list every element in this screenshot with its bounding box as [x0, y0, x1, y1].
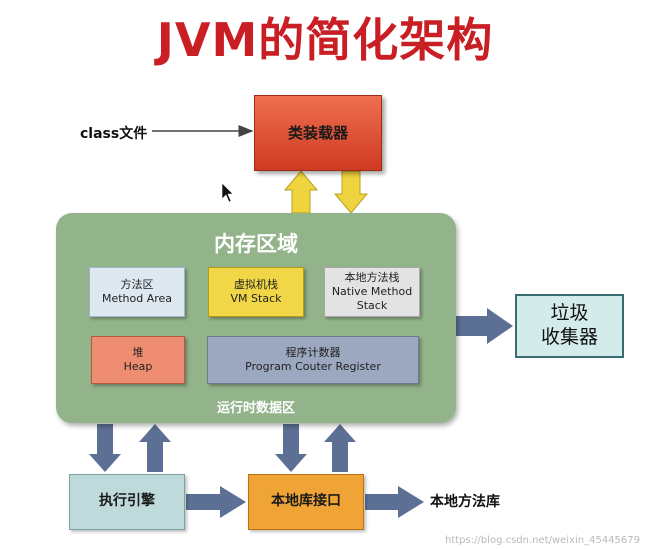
- memory-title: 内存区域: [214, 232, 298, 256]
- heap-en: Heap: [123, 360, 153, 373]
- down-arrow-engine: [89, 424, 121, 472]
- native-interface-box: 本地库接口: [248, 474, 364, 530]
- cursor-icon: [221, 182, 234, 203]
- native-stack-en2: Stack: [356, 298, 388, 312]
- native-interface-label: 本地库接口: [271, 493, 341, 510]
- up-arrow-engine: [139, 424, 171, 472]
- arrow-to-native-library: [365, 486, 424, 518]
- class-loader-box: 类装载器: [254, 95, 382, 171]
- execution-engine-box: 执行引擎: [69, 474, 185, 530]
- garbage-collector-box: 垃圾 收集器: [515, 294, 624, 358]
- method-area-box: 方法区 Method Area: [89, 267, 185, 317]
- heap-box: 堆 Heap: [91, 336, 185, 384]
- native-stack-en: Native Method: [331, 285, 413, 299]
- native-library-label: 本地方法库: [430, 494, 500, 510]
- down-arrow-classloader: [333, 170, 369, 214]
- vm-stack-cn: 虚拟机栈: [234, 278, 278, 292]
- class-loader-label: 类装载器: [287, 123, 348, 142]
- vm-stack-en: VM Stack: [230, 292, 282, 305]
- memory-area-box: 内存区域 运行时数据区: [56, 213, 456, 423]
- pc-register-cn: 程序计数器: [285, 346, 341, 360]
- arrow-to-gc: [456, 308, 513, 344]
- native-stack-cn: 本地方法栈: [344, 271, 400, 285]
- arrow-engine-to-nativeif: [186, 486, 246, 518]
- watermark: https://blog.csdn.net/weixin_45445679: [444, 535, 640, 546]
- class-file-label: class文件: [80, 126, 148, 142]
- method-area-en: Method Area: [101, 292, 173, 305]
- pc-register-en: Program Couter Register: [245, 360, 381, 373]
- runtime-data-area-label: 运行时数据区: [216, 400, 295, 416]
- gc-line1: 垃圾: [550, 302, 589, 325]
- native-method-stack-box: 本地方法栈 Native Method Stack: [324, 267, 420, 317]
- up-arrow-nativeif: [324, 424, 356, 472]
- gc-line2: 收集器: [540, 326, 598, 348]
- vm-stack-box: 虚拟机栈 VM Stack: [208, 267, 304, 317]
- page-title: JVM的简化架构: [156, 13, 494, 67]
- heap-cn: 堆: [132, 346, 144, 360]
- method-area-cn: 方法区: [120, 278, 154, 292]
- down-arrow-nativeif: [275, 424, 307, 472]
- up-arrow-classloader: [283, 170, 319, 214]
- execution-engine-label: 执行引擎: [99, 493, 155, 510]
- pc-register-box: 程序计数器 Program Couter Register: [207, 336, 419, 384]
